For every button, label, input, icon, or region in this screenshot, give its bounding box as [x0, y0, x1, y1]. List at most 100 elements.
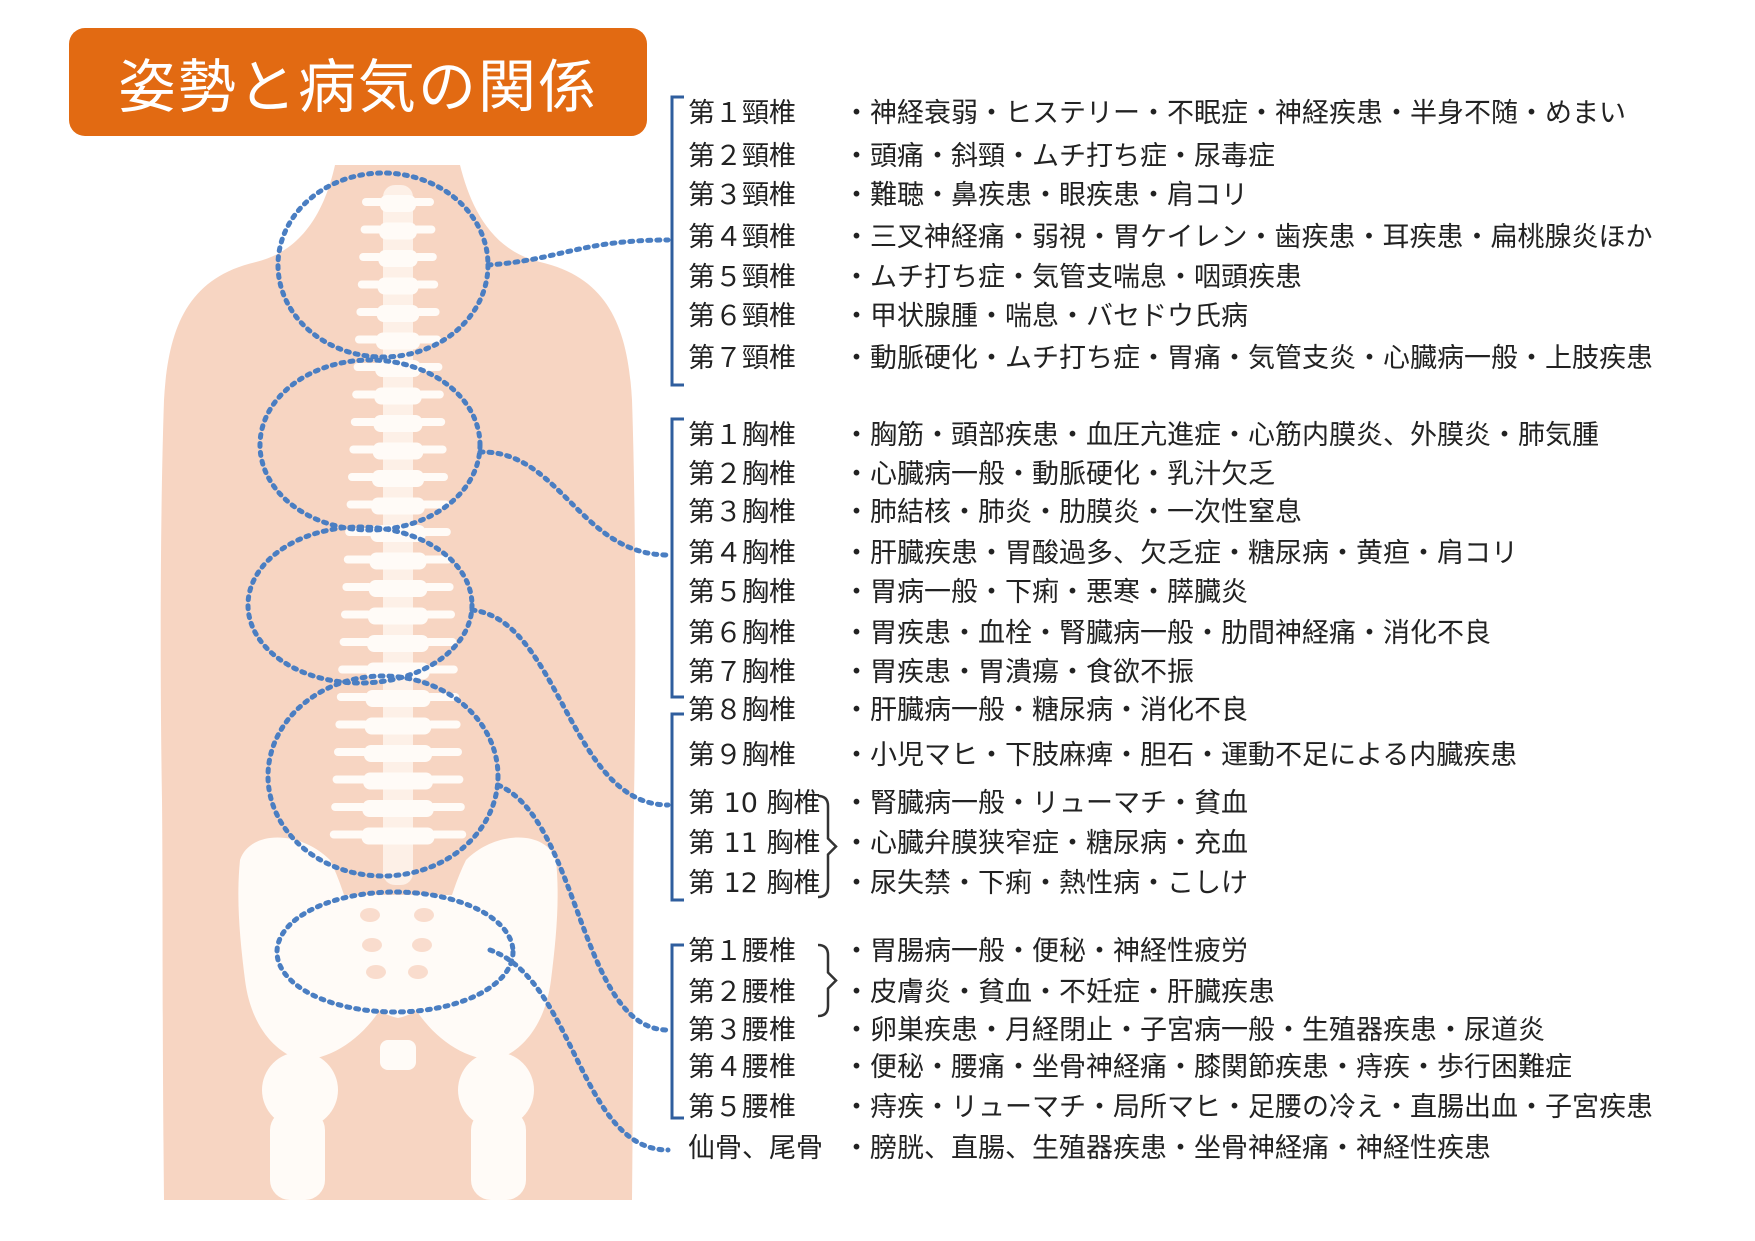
vertebra-label: 第２頸椎 [688, 141, 796, 172]
vertebra-process-right [422, 555, 453, 564]
vertebra-shape [361, 827, 435, 845]
vertebra-shape [372, 442, 424, 460]
vertebra-label: 第８胸椎 [688, 695, 796, 726]
vertebra-label: 第６胸椎 [688, 618, 796, 649]
vertebra-label: 第１腰椎 [688, 936, 796, 967]
page-title: 姿勢と病気の関係 [117, 53, 598, 121]
vertebra-process-right [428, 775, 464, 784]
vertebra-process-left [357, 280, 382, 289]
vertebra-process-right [412, 198, 434, 206]
vertebra-label: 第５頸椎 [688, 262, 796, 293]
brace-lumbar-1-2 [817, 943, 838, 1018]
vertebra-process-left [342, 583, 373, 591]
vertebra-label: 第５胸椎 [688, 577, 796, 608]
vertebra-process-left [335, 720, 369, 729]
vertebra-process-left [346, 500, 376, 509]
symptom-list: ・痔疾・リューマチ・局所マヒ・足腰の冷え・直腸出血・子宮疾患 [843, 1092, 1653, 1123]
symptom-list: ・卵巣疾患・月経閉止・子宮病一般・生殖器疾患・尿道炎 [843, 1015, 1545, 1046]
vertebra-process-left [360, 225, 384, 234]
vertebra-process-right [430, 830, 467, 839]
vertebra-shape [376, 332, 420, 350]
vertebra-shape [378, 250, 418, 267]
symptom-list: ・肝臓疾患・胃酸過多、欠乏症・糖尿病・黄疸・肩コリ [843, 538, 1518, 569]
vertebra-process-left [362, 198, 384, 206]
lower-thoracic-circle [265, 673, 501, 879]
symptom-list: ・胃病一般・下痢・悪寒・膵臓炎 [843, 577, 1248, 608]
vertebra-label: 第 10 胸椎 [688, 788, 821, 819]
vertebra-process-left [338, 665, 371, 674]
symptom-list: ・膀胱、直腸、生殖器疾患・坐骨神経痛・神経性疾患 [843, 1133, 1491, 1164]
vertebra-label: 第２胸椎 [688, 459, 796, 490]
vertebra-shape [368, 580, 428, 597]
symptom-list: ・頭痛・斜頸・ムチ打ち症・尿毒症 [843, 141, 1275, 172]
vertebra-shape [365, 690, 431, 707]
vertebra-shape [373, 415, 423, 432]
sacral-foramen [408, 965, 428, 979]
vertebra-shape [376, 305, 420, 322]
vertebra-shape [367, 635, 429, 652]
symptom-list: ・胃腸病一般・便秘・神経性疲労 [843, 936, 1248, 967]
symptom-list: ・動脈硬化・ムチ打ち症・胃痛・気管支炎・心臓病一般・上肢疾患 [843, 343, 1653, 374]
vertebra-label: 第２腰椎 [688, 977, 796, 1008]
vertebra-label: 第７頸椎 [688, 343, 796, 374]
vertebra-process-right [420, 473, 448, 481]
vertebra-process-left [356, 308, 381, 316]
vertebra-process-left [329, 830, 366, 839]
vertebra-label: 第１頸椎 [688, 98, 796, 129]
vertebra-process-right [421, 528, 451, 536]
vertebra-label: 第 11 胸椎 [688, 828, 821, 859]
upper-thoracic-circle [257, 357, 483, 533]
vertebra-label: 第４腰椎 [688, 1052, 796, 1083]
symptom-list: ・腎臓病一般・リューマチ・貧血 [843, 788, 1248, 819]
symptom-list: ・甲状腺腫・喘息・バセドウ氏病 [843, 301, 1248, 332]
connector-lumbar [495, 782, 671, 1033]
symptom-list: ・胃疾患・血栓・腎臓病一般・肋間神経痛・消化不良 [843, 618, 1491, 649]
vertebra-shape [368, 607, 428, 625]
sacral-foramen [366, 965, 386, 979]
vertebra-label: 第５腰椎 [688, 1092, 796, 1123]
vertebra-process-left [334, 748, 368, 756]
vertebra-label: 第４頸椎 [688, 222, 796, 253]
symptom-list: ・心臓病一般・動脈硬化・乳汁欠乏 [843, 459, 1275, 490]
vertebra-process-right [424, 638, 457, 646]
group-bracket [670, 95, 684, 387]
vertebra-label: 第７胸椎 [688, 657, 796, 688]
vertebra-shape [362, 800, 434, 817]
vertebra-label: 第１胸椎 [688, 420, 796, 451]
vertebra-process-right [425, 665, 458, 674]
pelvis-left-ilium [238, 837, 380, 1060]
vertebra-process-left [343, 555, 374, 564]
vertebra-process-right [429, 803, 465, 811]
vertebra-process-right [415, 308, 440, 316]
vertebra-label: 第３腰椎 [688, 1015, 796, 1046]
vertebra-process-left [353, 363, 380, 371]
symptom-list: ・ムチ打ち症・気管支喘息・咽頭疾患 [843, 262, 1302, 293]
vertebra-process-left [336, 693, 370, 701]
vertebra-process-right [427, 720, 461, 729]
vertebra-label: 第 12 胸椎 [688, 868, 821, 899]
pubic-symphysis [380, 1040, 416, 1070]
vertebra-label: 第９胸椎 [688, 740, 796, 771]
mid-thoracic-circle [245, 524, 475, 686]
sacral-foramen [360, 908, 380, 922]
connector-sacrum [487, 947, 671, 1153]
symptom-list: ・神経衰弱・ヒステリー・不眠症・神経疾患・半身不随・めまい [843, 98, 1626, 129]
vertebra-label: 仙骨、尾骨 [688, 1133, 823, 1164]
vertebra-process-left [348, 473, 376, 481]
vertebra-shape [380, 195, 416, 212]
vertebra-process-left [349, 445, 377, 454]
vertebra-process-right [426, 693, 460, 701]
vertebra-label: 第４胸椎 [688, 538, 796, 569]
vertebra-process-left [350, 418, 378, 426]
vertebra-process-left [332, 775, 368, 784]
vertebra-process-right [413, 253, 437, 261]
symptom-list: ・難聴・鼻疾患・眼疾患・肩コリ [843, 180, 1248, 211]
vertebra-process-right [423, 583, 454, 591]
vertebra-shape [374, 387, 422, 405]
symptom-list: ・三叉神経痛・弱視・胃ケイレン・歯疾患・耳疾患・扁桃腺炎ほか [843, 222, 1653, 253]
vertebra-shape [377, 277, 419, 295]
sacral-foramen [414, 908, 434, 922]
brace-thoracic-10-12 [817, 794, 838, 899]
symptom-list: ・肺結核・肺炎・肋膜炎・一次性窒息 [843, 497, 1302, 528]
